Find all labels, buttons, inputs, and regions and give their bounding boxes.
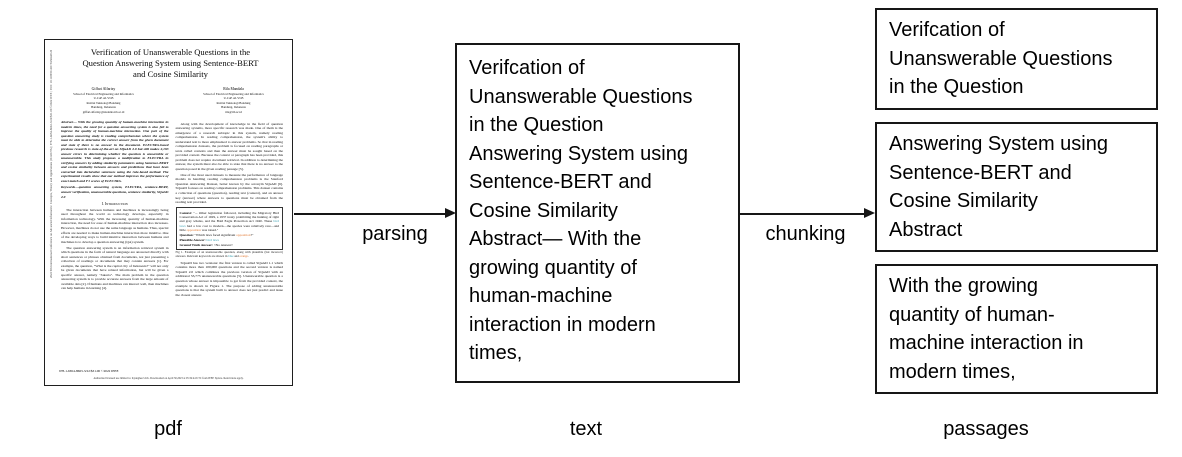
- pdf-document-thumbnail: 2022 9th International Conference on Adv…: [44, 39, 293, 386]
- passage-box-3: With the growing quantity of human- mach…: [875, 264, 1158, 394]
- ieee-copyright-line: 978-1-6654-8663-3/22/$31.00 ©2022 IEEE: [59, 369, 119, 373]
- author-blocks: Giffari Alfarizy School of Electrical En…: [45, 86, 292, 114]
- chunking-arrowhead-icon: [864, 208, 875, 219]
- author-name: Giffari Alfarizy: [91, 86, 116, 91]
- question-highlight-opposition: opposition: [236, 232, 251, 237]
- author-affiliation: U-CoE AI-VLB: [223, 96, 244, 101]
- pdf-page-content: 2022 9th International Conference on Adv…: [45, 40, 292, 385]
- plausible-answer-line: Plausible Answer: bird laws: [180, 238, 280, 242]
- caption-text: Fig 1. Example of an unanswerable questi…: [175, 250, 284, 259]
- author-affiliation: Institut Teknologi Bandung: [86, 100, 121, 105]
- right-paragraph-1: Along with the development of knowledge …: [175, 121, 284, 171]
- author-name: Rila Mandala: [223, 86, 244, 91]
- caption-text: .: [247, 254, 249, 259]
- context-line: Context: "... Other legislation followed…: [180, 211, 280, 233]
- stage-label-pdf: pdf: [154, 418, 182, 440]
- context-text: had a low cost to modern—the species wer…: [179, 223, 280, 232]
- context-text: was raised.": [200, 228, 219, 232]
- ground-truth-label: Ground Truth Answer:: [179, 242, 214, 247]
- stage-label-passages: passages: [943, 418, 1029, 440]
- parsing-arrow-line: [294, 213, 446, 215]
- paper-title: Verification of Unanswerable Questions i…: [82, 47, 259, 80]
- context-label: Context:: [179, 210, 193, 215]
- figure1-context-example-box: Context: "... Other legislation followed…: [175, 207, 283, 250]
- paper-body-columns: Abstract— With the growing quantity of h…: [45, 114, 292, 314]
- caption-text: and: [233, 254, 240, 259]
- author-email: rila@itb.ac.id: [225, 109, 242, 114]
- section-heading-introduction: I. Introduction: [101, 201, 128, 206]
- ground-truth-value: <No Answer>: [213, 242, 234, 247]
- right-paragraph-2: One of the most used datasets to measure…: [175, 172, 284, 205]
- author-affiliation: Bandung, Indonesia: [91, 105, 116, 110]
- plausible-answer-label: Plausible Answer:: [179, 237, 206, 242]
- context-highlight-bird-laws: bird laws: [179, 219, 280, 228]
- context-highlight-opposition: opposition: [186, 228, 201, 232]
- author-affiliation: U-CoE AI-VLB: [93, 96, 114, 101]
- author-affiliation: Institut Teknologi Bandung: [216, 100, 251, 105]
- question-line: Question: "Which laws faced significant …: [180, 233, 280, 237]
- xplore-download-stamp: Authorized licensed use limited to: Kyun…: [93, 377, 244, 380]
- parsing-arrow-label: parsing: [362, 223, 428, 245]
- context-text: "... Other legislation followed, includi…: [179, 210, 280, 224]
- passage-box-2: Answering System using Sentence-BERT and…: [875, 122, 1158, 252]
- author-block-2: Rila Mandala School of Electrical Engine…: [184, 86, 284, 114]
- plausible-answer-value: bird laws: [205, 237, 219, 242]
- question-label: Question:: [179, 232, 194, 237]
- stage-label-text: text: [569, 418, 603, 440]
- intro-paragraph-2: The question answering system is an info…: [61, 245, 169, 291]
- parsing-arrowhead-icon: [445, 208, 456, 219]
- author-affiliation: Bandung, Indonesia: [221, 105, 246, 110]
- pdf-sidebar-conference-text: 2022 9th International Conference on Adv…: [49, 50, 53, 278]
- caption-orange-word: orange: [239, 254, 248, 259]
- question-text: ?": [250, 232, 254, 237]
- extracted-text-box: Verifcation of Unanswerable Questions in…: [455, 43, 740, 383]
- figure1-caption: Fig 1. Example of an unanswerable questi…: [175, 250, 284, 259]
- chunking-arrow-line: [740, 213, 865, 215]
- right-column: Along with the development of knowledge …: [175, 120, 284, 314]
- abstract-paragraph: Abstract— With the growing quantity of h…: [61, 120, 169, 183]
- author-email: giffari.alfarizy@students.itb.ac.id: [82, 109, 125, 114]
- intro-paragraph-1: The interaction between humans and machi…: [61, 207, 169, 244]
- left-column: Abstract— With the growing quantity of h…: [61, 120, 169, 314]
- passage-box-1: Verifcation of Unanswerable Questions in…: [875, 8, 1158, 110]
- author-block-1: Giffari Alfarizy School of Electrical En…: [54, 86, 154, 114]
- question-text: "Which laws faced significant: [193, 232, 237, 237]
- squad-versions-paragraph: SQuAD has two versions: the first versio…: [175, 260, 284, 297]
- author-affiliation: School of Electrical Engineering and Inf…: [203, 91, 264, 96]
- keywords-line: Keywords—question answering system, ELEC…: [61, 185, 169, 199]
- ground-truth-line: Ground Truth Answer: <No Answer>: [180, 243, 280, 247]
- caption-blue-word: blue: [228, 254, 234, 259]
- chunking-arrow-label: chunking: [765, 223, 846, 245]
- author-affiliation: School of Electrical Engineering and Inf…: [73, 91, 134, 96]
